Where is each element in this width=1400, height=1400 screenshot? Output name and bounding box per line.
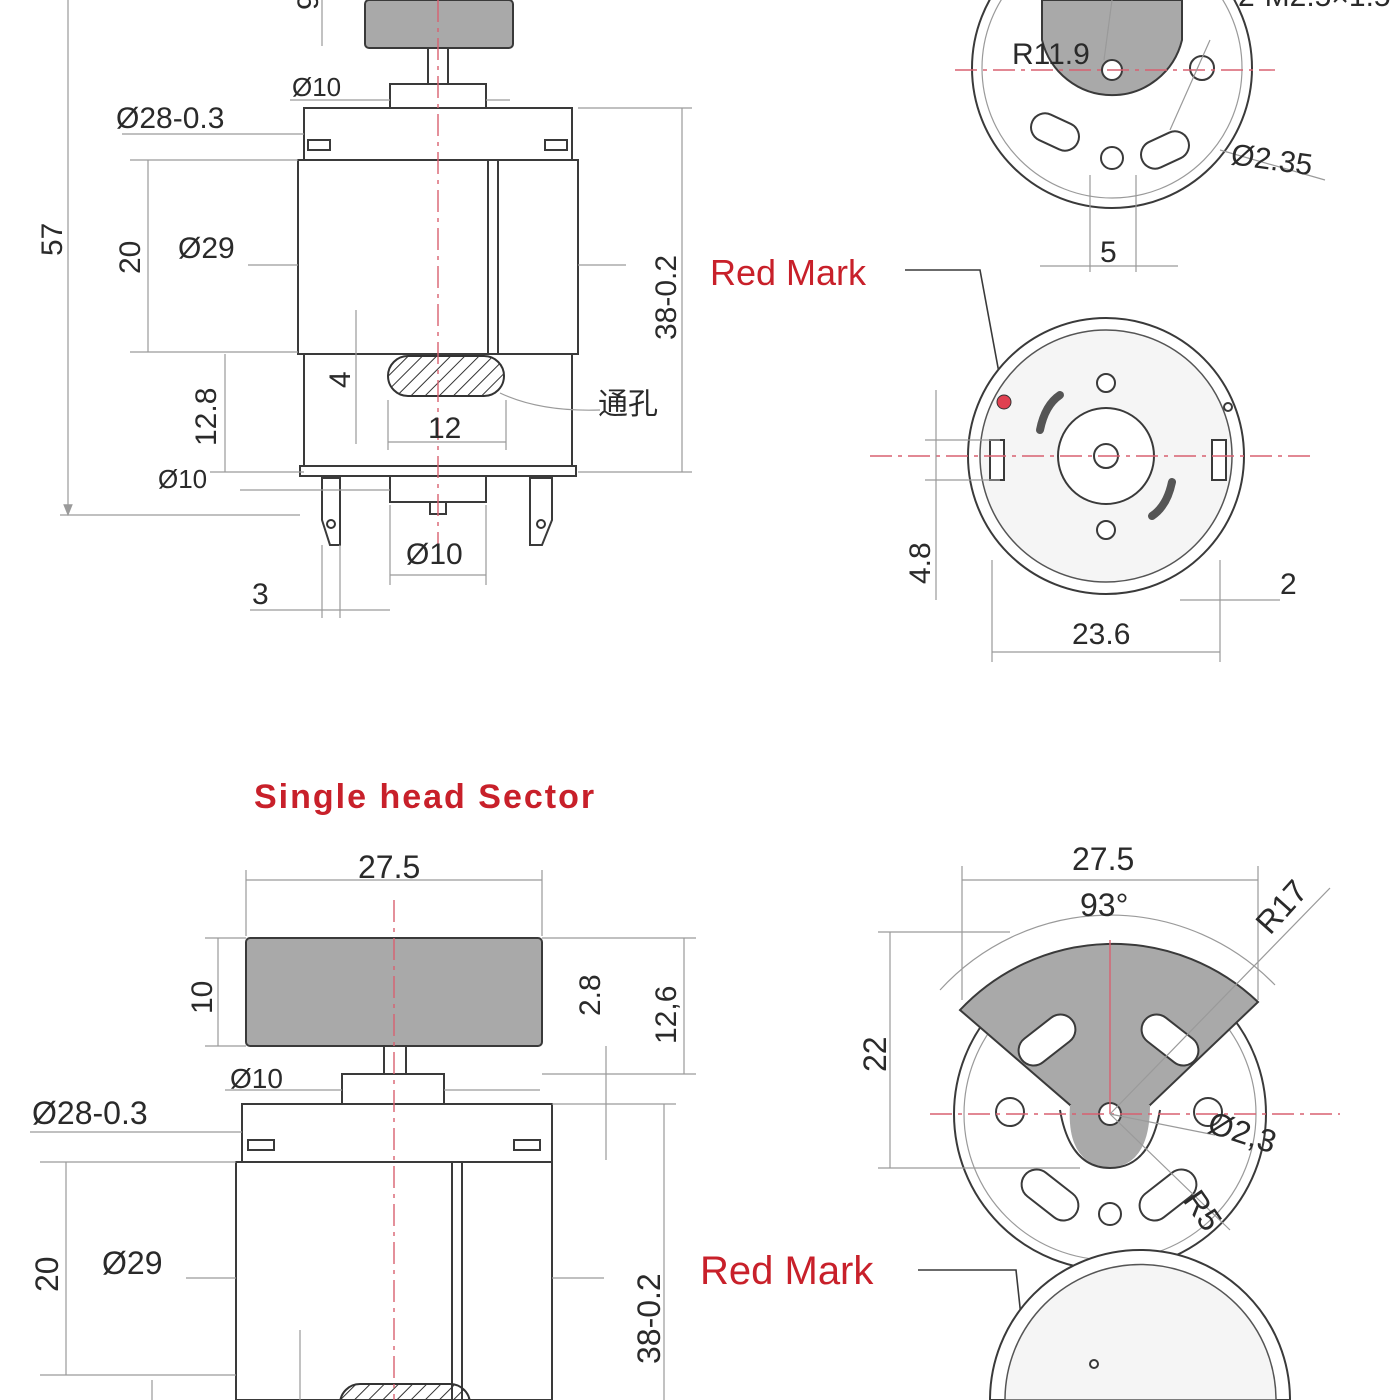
dim-length-38-b: 38-0.2	[631, 1273, 667, 1364]
dim-sector-angle: 93°	[1080, 887, 1128, 923]
dim-body-20: 20	[114, 241, 147, 274]
dim-4-8: 4.8	[904, 542, 937, 584]
dim-bottom-diameter: Ø10	[406, 538, 463, 571]
end-view-rear-partial	[988, 1249, 1292, 1400]
dim-2: 2	[1280, 568, 1297, 601]
dim-terminal-3: 3	[252, 578, 269, 611]
red-mark-label-2: Red Mark	[700, 1249, 874, 1293]
dim-shaft-top-diameter: Ø10	[292, 72, 341, 102]
dim-slot-12: 12	[428, 412, 461, 445]
dim-5: 5	[1100, 236, 1117, 269]
end-view-shaft	[955, 0, 1326, 272]
dim-sector-22: 22	[857, 1036, 893, 1072]
dim-body-diameter: Ø29	[178, 232, 235, 265]
dim-body-20-b: 20	[29, 1256, 65, 1292]
dim-shaft-boss-diameter: Ø10	[230, 1063, 283, 1094]
dim-radius-11-9: R11.9	[1012, 38, 1090, 71]
dim-can-diameter: Ø28-0.3	[116, 102, 224, 135]
dim-total-length: 57	[36, 223, 69, 256]
end-view-rear	[870, 317, 1310, 662]
dim-sector-width: 27.5	[1072, 841, 1134, 877]
through-hole-note: 通孔	[598, 388, 658, 421]
dim-12-8: 12.8	[190, 388, 223, 446]
dim-can-diameter-b: Ø28-0.3	[32, 1095, 148, 1131]
section-title: Single head Sector	[254, 778, 596, 816]
dim-length-38: 38-0.2	[650, 255, 683, 340]
dim-weight-10: 10	[186, 981, 219, 1014]
dim-hole-2-35: Ø2.35	[1229, 138, 1315, 182]
side-view-top	[60, 0, 692, 618]
dim-body-diameter-b: Ø29	[102, 1245, 162, 1281]
thread-spec: 2-M2.5×1.5	[1238, 0, 1391, 13]
dim-top-height: 9	[292, 0, 325, 10]
dim-slot-4: 4	[324, 371, 357, 388]
dim-2-8: 2.8	[574, 974, 607, 1016]
side-view-sector	[30, 870, 696, 1400]
dim-12-6: 12,6	[650, 986, 683, 1044]
dim-23-6: 23.6	[1072, 618, 1130, 651]
dim-weight-width: 27.5	[358, 849, 420, 885]
dim-boss-bottom-diameter: Ø10	[158, 464, 207, 494]
red-mark-label: Red Mark	[710, 252, 867, 293]
